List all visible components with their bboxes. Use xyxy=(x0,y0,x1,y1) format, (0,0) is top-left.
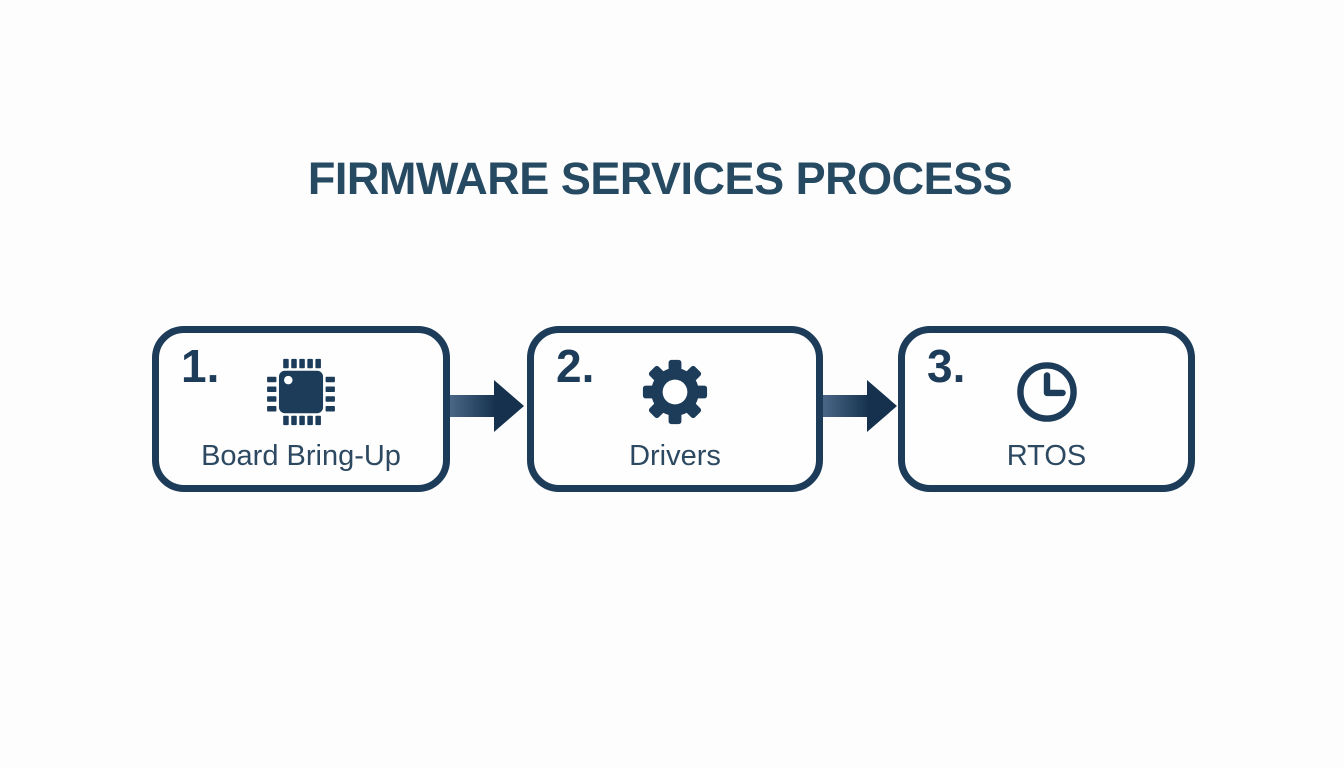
step-label: Board Bring-Up xyxy=(201,440,401,472)
flow-arrow-icon xyxy=(450,380,524,432)
flow-arrow-icon xyxy=(823,380,897,432)
step-number: 3. xyxy=(927,340,966,392)
step-box-board-bring-up: 1. xyxy=(152,326,450,492)
diagram-title: FIRMWARE SERVICES PROCESS xyxy=(307,153,1013,204)
step-label: RTOS xyxy=(1006,440,1087,472)
step-number: 1. xyxy=(181,340,220,392)
clock-icon xyxy=(1004,353,1090,431)
step-number: 2. xyxy=(556,340,595,392)
microchip-icon xyxy=(258,353,344,431)
step-label: Drivers xyxy=(629,440,721,472)
step-box-rtos: 3. RTOS xyxy=(898,326,1195,492)
gear-icon xyxy=(632,353,718,431)
step-box-drivers: 2. xyxy=(527,326,823,492)
